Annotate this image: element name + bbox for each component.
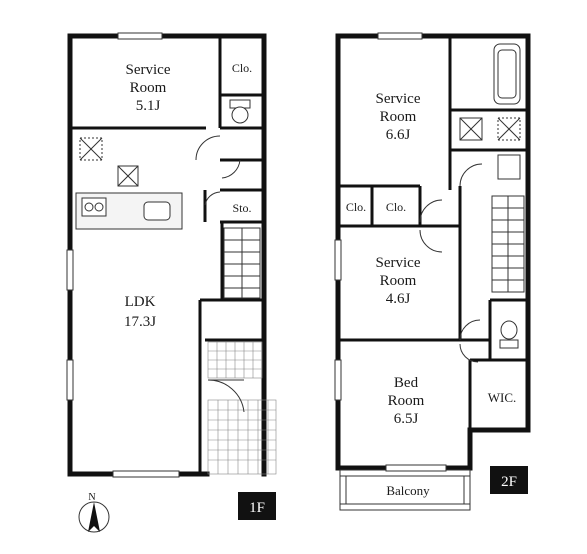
floor1-ldk-name: LDK bbox=[125, 294, 156, 310]
floor1-doors bbox=[195, 135, 241, 206]
floor2-bathtub-icon bbox=[493, 43, 521, 105]
floor2-tag-box bbox=[490, 466, 528, 494]
floor1-toilet bbox=[229, 99, 251, 124]
floor1-tag-box bbox=[238, 492, 276, 520]
floor2-balcony-outline bbox=[339, 469, 471, 511]
floor1-entrance-tiles bbox=[207, 341, 277, 475]
floor-2: Service Room 6.6J Clo. Clo. Service Room… bbox=[334, 32, 531, 511]
floor2-service-room-a-name-line2: Room bbox=[380, 109, 417, 125]
floor2-washbasin-icon bbox=[459, 117, 521, 180]
floor2-service-room-b-name-line2: Room bbox=[380, 273, 417, 289]
floor2-toilet bbox=[499, 320, 519, 349]
floor2-bed-room-name-line2: Room bbox=[388, 393, 425, 409]
floor1-service-room-size: 5.1J bbox=[136, 98, 161, 114]
compass-label: N bbox=[88, 492, 95, 503]
floor1-stairs bbox=[223, 227, 261, 299]
floor1-service-room-name-line2: Room bbox=[130, 80, 167, 96]
floor2-closet-b-label: Clo. bbox=[386, 200, 406, 214]
floor1-range-hood-icon bbox=[79, 137, 139, 187]
floor2-bed-room-name-line1: Bed bbox=[394, 375, 419, 391]
floor2-service-room-b-size: 4.6J bbox=[386, 291, 411, 307]
north-arrow-icon: N bbox=[78, 492, 110, 533]
floor1-kitchen-counter bbox=[75, 192, 183, 230]
floor2-wic-label: WIC. bbox=[488, 390, 517, 405]
floor1-windows bbox=[66, 32, 180, 478]
floor2-tag: 2F bbox=[501, 474, 517, 490]
floor1-tag: 1F bbox=[249, 500, 265, 516]
floor2-service-room-a-name-line1: Service bbox=[376, 91, 421, 107]
floor2-bed-room-size: 6.5J bbox=[394, 411, 419, 427]
floor2-stairs bbox=[491, 195, 525, 293]
floor1-ldk-size: 17.3J bbox=[124, 314, 156, 330]
floor2-service-room-b-name-line1: Service bbox=[376, 255, 421, 271]
floor-1: Service Room 5.1J Clo. Sto. LDK 17.3J 1F bbox=[66, 32, 277, 520]
floor1-storage-label: Sto. bbox=[232, 201, 251, 215]
floor2-closet-a-label: Clo. bbox=[346, 200, 366, 214]
floor2-windows bbox=[334, 32, 447, 472]
floor2-service-room-a-size: 6.6J bbox=[386, 127, 411, 143]
floor2-balcony-label: Balcony bbox=[386, 483, 430, 498]
floor1-service-room-name-line1: Service bbox=[126, 62, 171, 78]
floor1-interior-walls bbox=[70, 36, 264, 474]
floor1-entrance-door bbox=[207, 379, 245, 413]
floor2-doors bbox=[419, 163, 483, 363]
floor1-closet-label: Clo. bbox=[232, 61, 252, 75]
